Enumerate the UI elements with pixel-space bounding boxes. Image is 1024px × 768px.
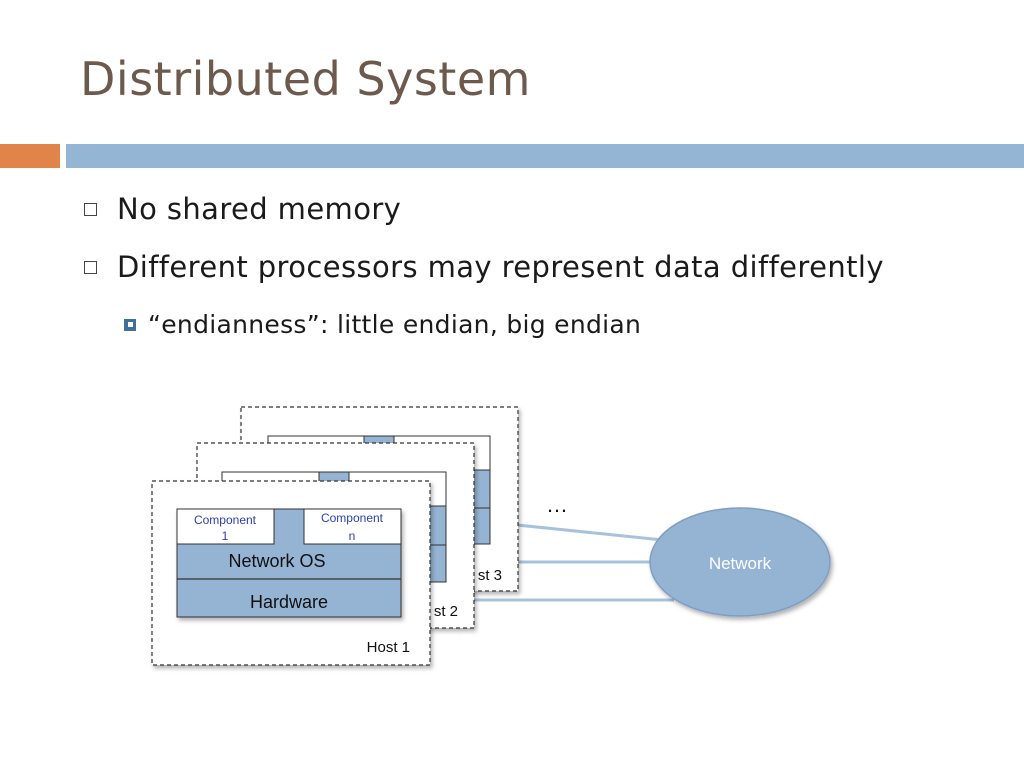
network-node: Network (649, 507, 831, 617)
component-1-label: Component (194, 513, 257, 527)
slide-title: Distributed System (80, 52, 531, 106)
bullet-item: Different processors may represent data … (84, 250, 884, 284)
hardware-layer-label: Hardware (250, 592, 328, 612)
host-2-label: st 2 (434, 603, 458, 620)
host-1: Component 1 Component n Network OS Hardw… (151, 480, 431, 666)
more-hosts-ellipsis: … (546, 492, 568, 517)
component-n-number: n (349, 529, 356, 543)
sub-bullet-text: “endianness”: little endian, big endian (148, 310, 642, 339)
title-accent-orange (0, 144, 60, 168)
bullet-text: No shared memory (117, 192, 402, 226)
bullet-square-icon (84, 202, 97, 216)
component-1-number: 1 (222, 529, 229, 543)
host-1-label: Host 1 (367, 639, 410, 656)
network-os-layer-label: Network OS (228, 551, 325, 571)
bullet-text: Different processors may represent data … (117, 250, 884, 284)
network-label: Network (709, 554, 772, 573)
bullet-item: No shared memory (84, 192, 401, 226)
sub-bullet-square-icon (124, 318, 136, 331)
title-accent-blue (66, 144, 1024, 168)
host-3-label: st 3 (478, 567, 502, 584)
component-n-label: Component (321, 511, 384, 525)
sub-bullet-item: “endianness”: little endian, big endian (124, 310, 641, 339)
bullet-square-icon (84, 260, 97, 274)
